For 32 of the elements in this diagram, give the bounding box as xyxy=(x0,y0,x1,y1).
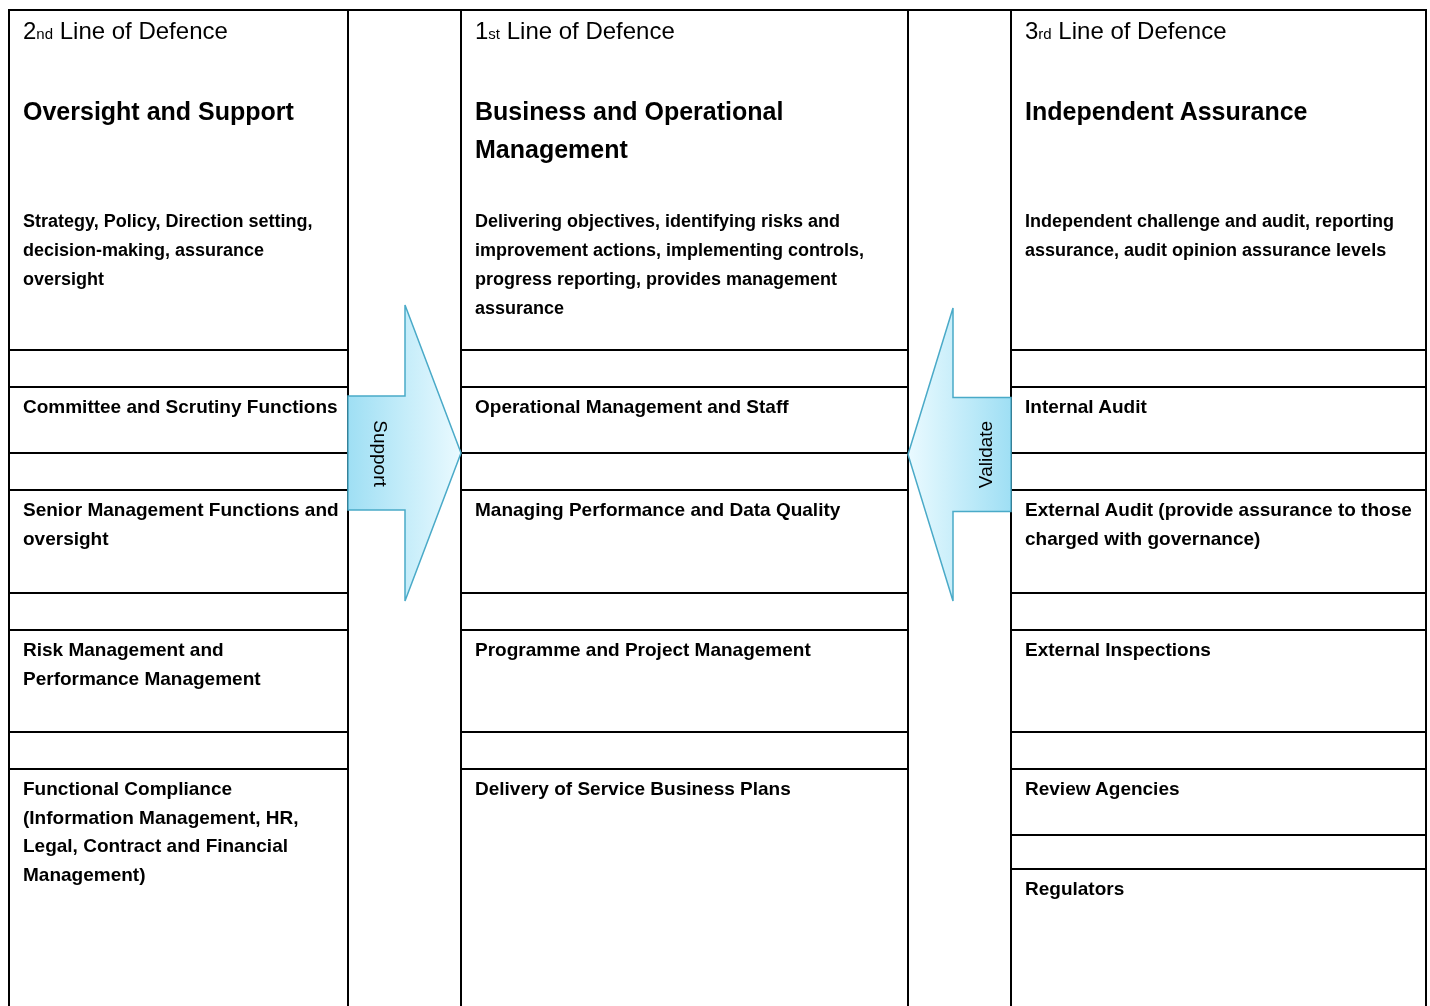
column-title: Oversight and Support xyxy=(23,96,295,127)
table-cell xyxy=(462,386,908,454)
table-cell xyxy=(1012,629,1426,733)
table-cell xyxy=(10,629,348,733)
cell-text: Internal Audit xyxy=(1025,395,1148,419)
cell-text: Delivery of Service Business Plans xyxy=(475,777,792,801)
table-cell xyxy=(10,489,348,594)
cell-text: Managing Performance and Data Quality xyxy=(475,498,842,522)
block-arrow xyxy=(348,305,461,601)
cell-text: Senior Management Functions and oversight xyxy=(23,498,340,551)
cell-text: External Audit (provide assurance to those charged with governance) xyxy=(1025,498,1413,551)
cell-text: Functional Compliance (Information Management, HR, Legal, Contract and Financial Management) xyxy=(23,777,300,887)
table-cell xyxy=(1012,489,1426,594)
table-cell xyxy=(462,629,908,733)
column-description: Independent challenge and audit, reporting assurance, audit opinion assurance levels xyxy=(1025,210,1396,263)
table-cell xyxy=(1012,768,1426,836)
table-cell xyxy=(1012,386,1426,454)
cell-text: Risk Management and Performance Management xyxy=(23,638,262,691)
arrow-label: Validate xyxy=(976,420,996,489)
column-description: Delivering objectives, identifying risks and improvement actions, implementing controls, progress reporting, provides management assurance xyxy=(475,210,866,321)
cell-text: Operational Management and Staff xyxy=(475,395,790,419)
column-title: Business and Operational Management xyxy=(475,96,785,165)
cell-text: Programme and Project Management xyxy=(475,638,812,662)
cell-text: Review Agencies xyxy=(1025,777,1181,801)
table-cell xyxy=(462,489,908,594)
column-title: Independent Assurance xyxy=(1025,96,1309,127)
cell-text: External Inspections xyxy=(1025,638,1212,662)
arrow-label: Support xyxy=(370,419,390,487)
column-description: Strategy, Policy, Direction setting, decision-making, assurance oversight xyxy=(23,210,314,292)
block-arrow xyxy=(908,308,1011,601)
cell-text: Committee and Scrutiny Functions xyxy=(23,395,339,419)
cell-text: Regulators xyxy=(1025,877,1126,901)
